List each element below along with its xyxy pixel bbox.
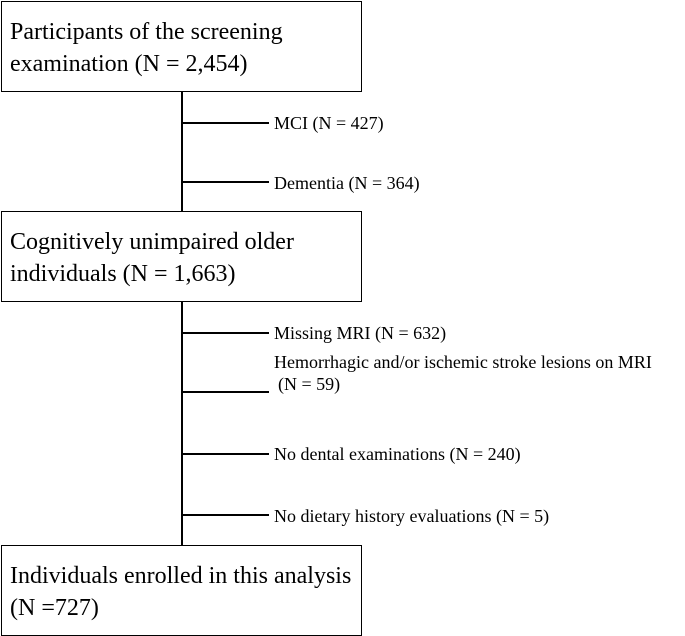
branch-line-dementia: [181, 181, 269, 183]
unimpaired-box-line-1: Cognitively unimpaired older: [10, 229, 294, 255]
exclusion-label-dementia: Dementia (N = 364): [274, 173, 420, 193]
branch-line-mci: [181, 122, 269, 124]
screening-participants-box: Participants of the screening examinatio…: [1, 1, 362, 92]
exclusion-label-no-dental: No dental examinations (N = 240): [274, 444, 521, 464]
enrolled-individuals-box: Individuals enrolled in this analysis (N…: [1, 545, 362, 636]
enrolled-box-line-1: Individuals enrolled in this analysis: [10, 563, 352, 589]
exclusion-label-mci: MCI (N = 427): [274, 113, 384, 133]
enrolled-box-line-2: (N =727): [10, 595, 99, 621]
branch-line-stroke: [181, 391, 269, 393]
cognitively-unimpaired-box: Cognitively unimpaired older individuals…: [1, 211, 362, 302]
screening-box-line-2: examination (N = 2,454): [10, 51, 248, 77]
unimpaired-box-line-2: individuals (N = 1,663): [10, 261, 236, 287]
exclusion-label-missing-mri: Missing MRI (N = 632): [274, 323, 447, 343]
connector-vertical-lower: [181, 302, 183, 545]
screening-box-line-1: Participants of the screening: [10, 19, 283, 45]
exclusion-label-stroke-line-2: (N = 59): [278, 374, 341, 394]
branch-line-missing-mri: [181, 332, 269, 334]
exclusion-label-no-dietary: No dietary history evaluations (N = 5): [274, 506, 550, 526]
branch-line-no-dietary: [181, 514, 269, 516]
branch-line-no-dental: [181, 453, 269, 455]
connector-vertical-upper: [181, 92, 183, 211]
exclusion-label-stroke-line-1: Hemorrhagic and/or ischemic stroke lesio…: [274, 352, 652, 372]
